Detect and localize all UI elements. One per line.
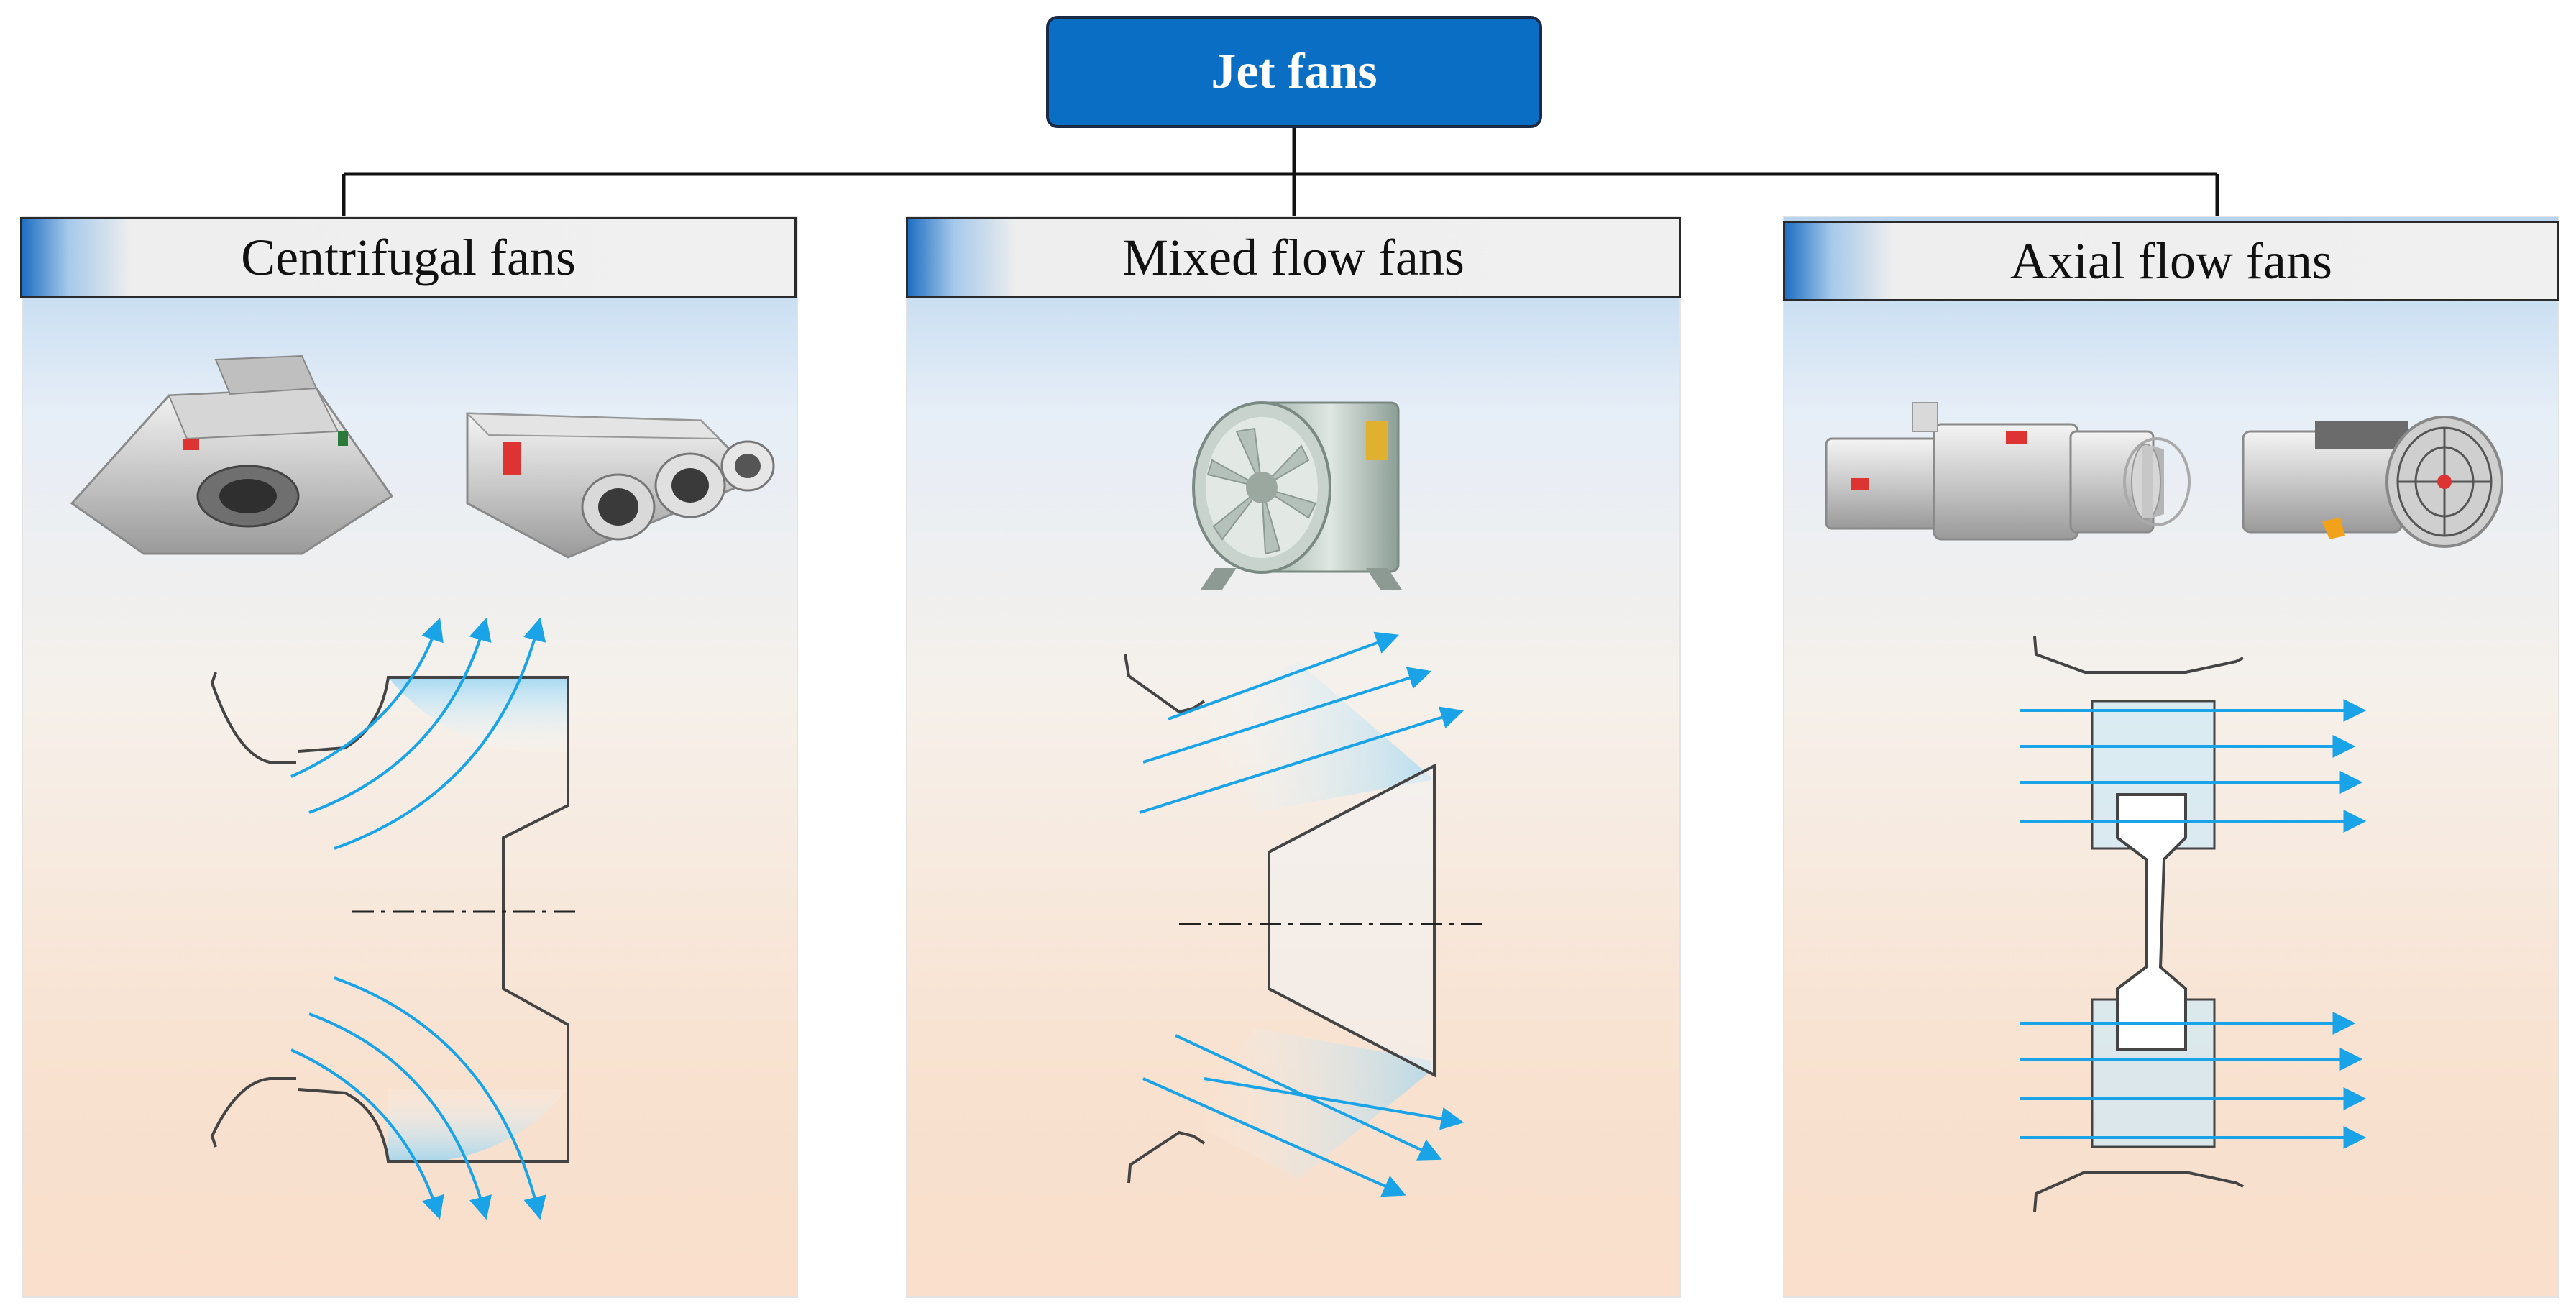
root-title: Jet fans bbox=[1211, 44, 1378, 99]
mixed-flow-diagram bbox=[1124, 631, 1485, 1197]
axial-jet-fan-icon bbox=[1825, 402, 2191, 541]
mixed-flow-fan-icon bbox=[1192, 401, 1402, 590]
header-centrifugal-label: Centrifugal fans bbox=[241, 228, 576, 286]
centrifugal-fan-unit-icon bbox=[70, 354, 394, 555]
header-axial: Axial flow fans bbox=[1783, 221, 2559, 301]
header-mixed: Mixed flow fans bbox=[906, 217, 1681, 298]
axial-jet-fan-grille-icon bbox=[2242, 416, 2503, 548]
root-node-jet-fans: Jet fans bbox=[1046, 16, 1542, 128]
header-mixed-label: Mixed flow fans bbox=[1122, 228, 1465, 286]
centrifugal-box-fan-icon bbox=[465, 412, 775, 559]
header-centrifugal: Centrifugal fans bbox=[20, 217, 797, 298]
axial-flow-diagram bbox=[2020, 636, 2367, 1212]
header-axial-label: Axial flow fans bbox=[2010, 232, 2332, 290]
centrifugal-flow-diagram bbox=[210, 617, 575, 1220]
